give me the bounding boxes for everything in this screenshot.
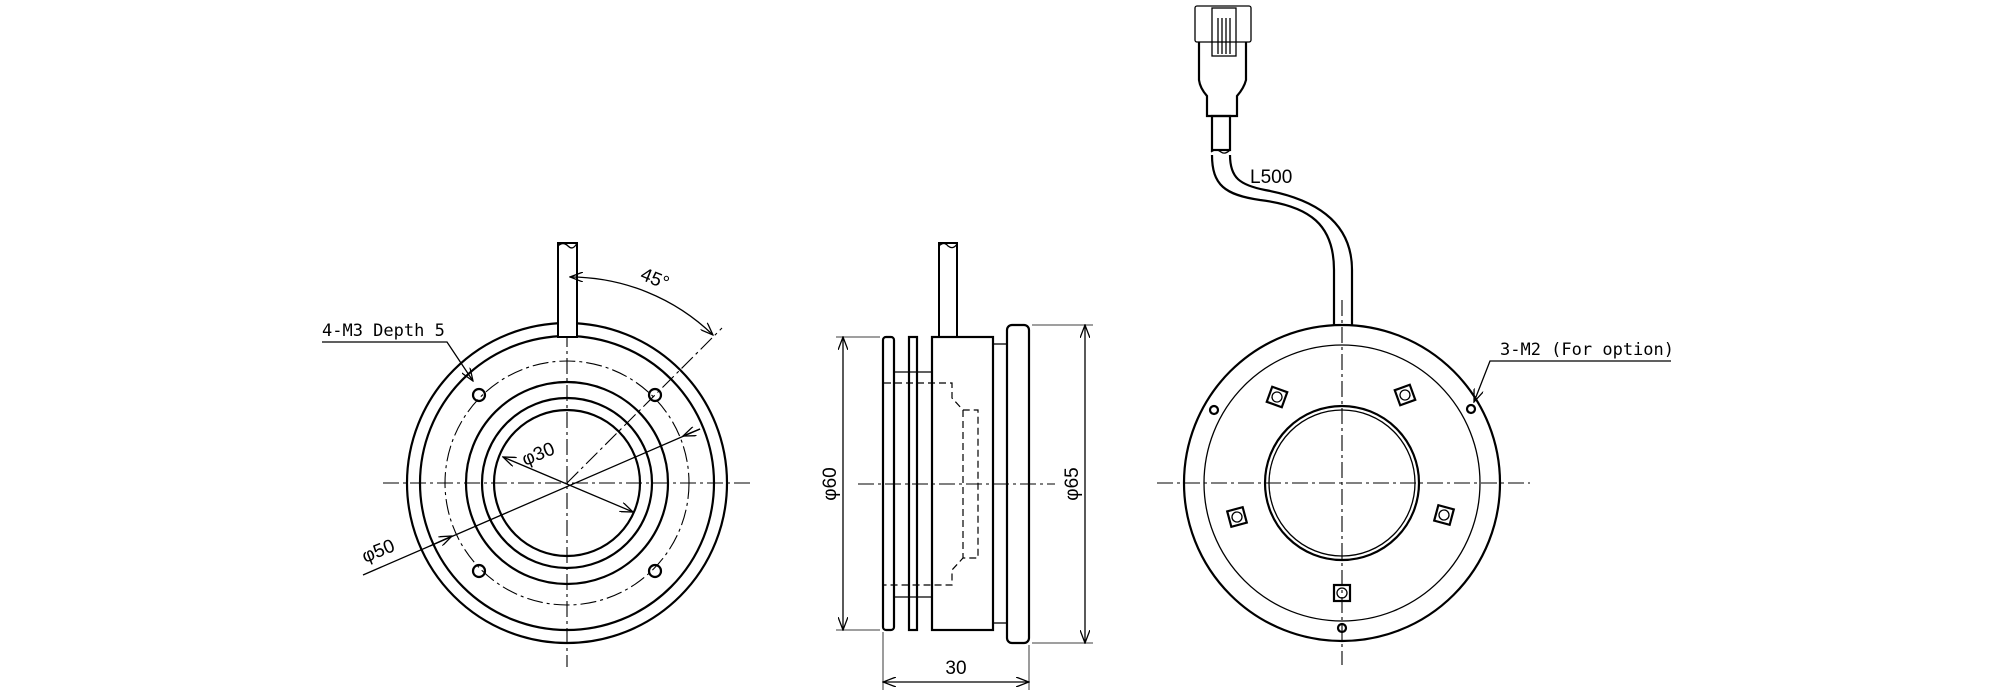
option-holes: [1208, 403, 1477, 634]
led-chips: [1225, 383, 1456, 603]
cable: [557, 242, 578, 338]
hole-note: 4-M3 Depth 5: [322, 321, 445, 341]
front-diameter-label: φ60: [820, 467, 841, 500]
cable-length-label: L500: [1250, 167, 1292, 188]
option-note: 3-M2 (For option): [1500, 340, 1674, 360]
length-label: 30: [945, 658, 966, 679]
inner-diameter-label: φ30: [519, 439, 558, 471]
cable: [938, 242, 958, 338]
mounting-holes: [471, 387, 663, 579]
rear-view: L500 3-M2 (For option): [1157, 5, 1674, 665]
rear-diameter-label: φ65: [1062, 467, 1083, 500]
front-view: 45° 4-M3 Depth 5 φ30 φ50: [322, 242, 752, 667]
side-view: φ60 φ65 30: [820, 242, 1093, 690]
connector: [1194, 5, 1252, 152]
